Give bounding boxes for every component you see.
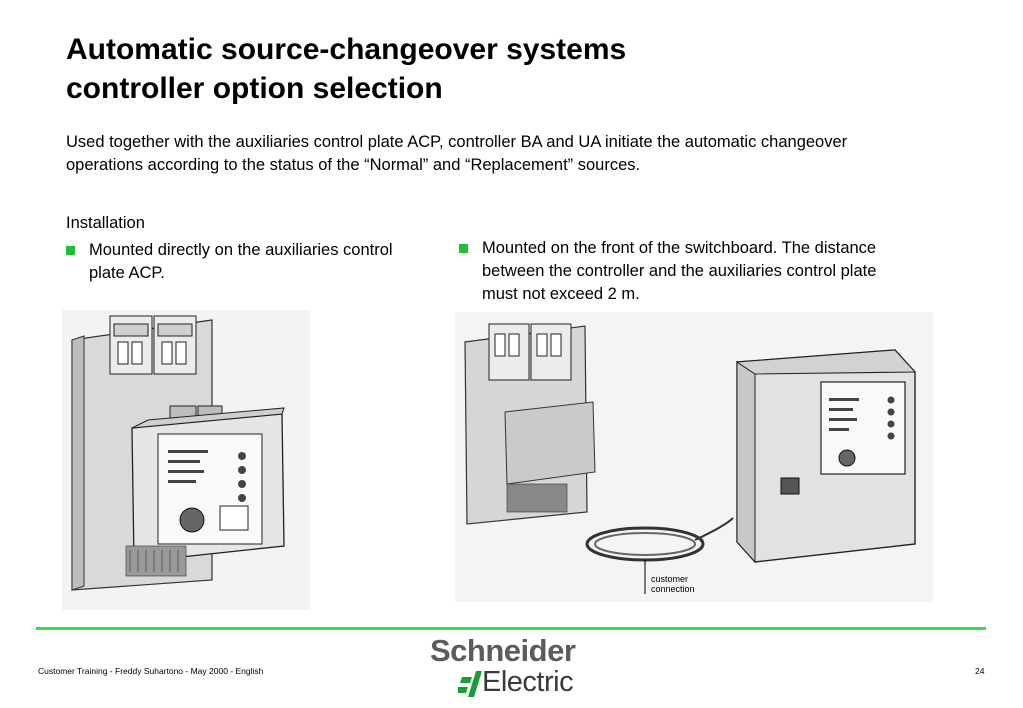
section-heading: Installation: [66, 214, 145, 232]
bullet-line: plate ACP.: [89, 264, 165, 282]
bullet-line: Mounted on the front of the switchboard.…: [482, 239, 877, 257]
footer-credit: Customer Training - Freddy Suhartono - M…: [38, 666, 264, 676]
bullet-item-front-mount: Mounted on the front of the switchboard.…: [459, 237, 939, 306]
bullet-item-direct-mount: Mounted directly on the auxiliaries cont…: [66, 239, 446, 285]
controller-on-acp-illustration: [62, 310, 310, 610]
title-line-1: Automatic source-changeover systems: [66, 33, 627, 66]
bullet-square-icon: [459, 244, 468, 253]
footer-divider: [36, 627, 986, 630]
schneider-electric-logo: Schneider Electric: [428, 633, 598, 703]
page-number: 24: [975, 666, 985, 676]
intro-paragraph: Used together with the auxiliaries contr…: [66, 131, 966, 177]
title-line-2: controller option selection: [66, 72, 443, 105]
intro-line-2: operations according to the status of th…: [66, 156, 641, 174]
callout-label-line2: connection: [651, 584, 695, 594]
bullet-line: between the controller and the auxiliari…: [482, 262, 877, 280]
bullet-line: Mounted directly on the auxiliaries cont…: [89, 241, 393, 259]
logo-mark-icon: [458, 671, 482, 697]
bullet-line: must not exceed 2 m.: [482, 285, 640, 303]
bullet-square-icon: [66, 246, 75, 255]
callout-label-line1: customer: [651, 574, 688, 584]
logo-wordmark-top: Schneider: [430, 633, 576, 668]
switchboard-mounting-illustration: customer connection: [455, 312, 933, 602]
slide-title: Automatic source-changeover systems cont…: [66, 30, 766, 108]
intro-line-1: Used together with the auxiliaries contr…: [66, 133, 848, 151]
logo-wordmark-bottom: Electric: [482, 666, 574, 698]
